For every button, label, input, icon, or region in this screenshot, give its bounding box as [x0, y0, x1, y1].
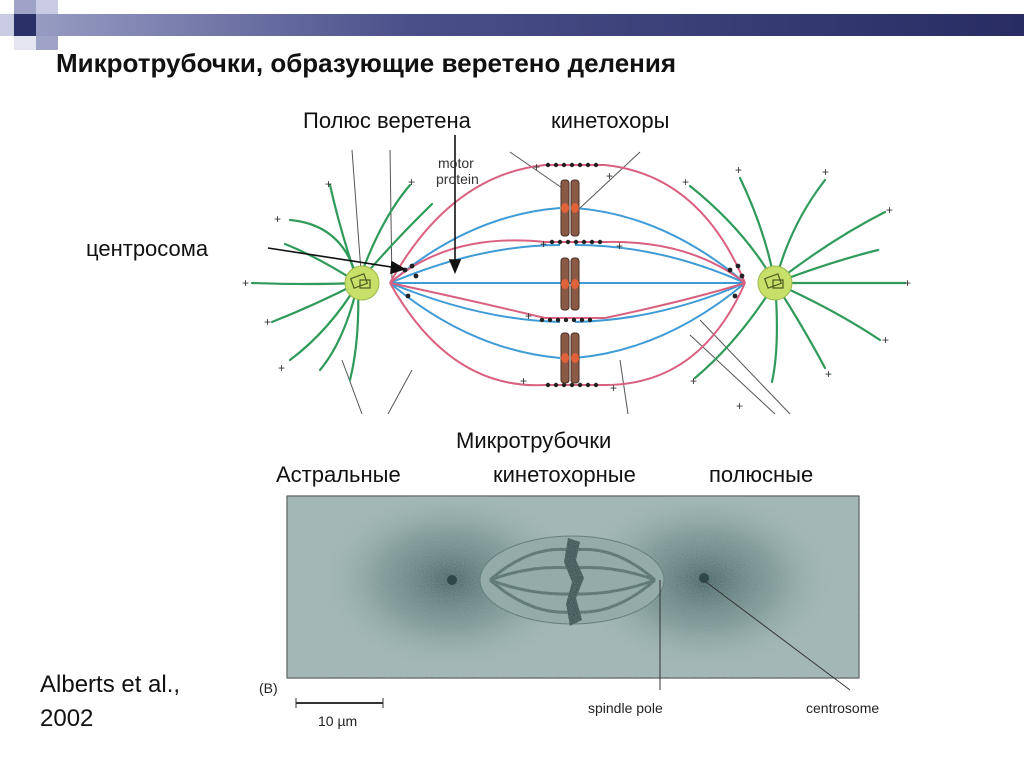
- svg-text:+: +: [533, 160, 540, 174]
- citation-year: 2002: [40, 705, 94, 732]
- plus-ends: + + + + + + + + + + + + + + + + + + + + …: [242, 160, 911, 413]
- svg-text:+: +: [540, 237, 547, 251]
- spindle-micrograph: (B) 10 µm spindle pole centrosome: [259, 495, 879, 729]
- svg-text:+: +: [904, 276, 911, 290]
- spindle-diagram: motor protein + + + + + + + + + + + + + …: [242, 135, 911, 415]
- svg-text:+: +: [882, 333, 889, 347]
- svg-text:+: +: [264, 315, 271, 329]
- svg-text:+: +: [690, 374, 697, 388]
- svg-text:+: +: [274, 212, 281, 226]
- svg-text:+: +: [610, 381, 617, 395]
- citation-authors: Alberts et al.,: [40, 671, 181, 698]
- centrosome-left: [344, 265, 380, 301]
- label-microtubules: Микротрубочки: [456, 428, 612, 453]
- svg-text:+: +: [520, 374, 527, 388]
- label-spindle-pole-en: spindle pole: [588, 700, 663, 716]
- motor-protein-label-1: motor: [438, 155, 474, 171]
- svg-text:+: +: [325, 177, 332, 191]
- label-centrosome: центросома: [86, 236, 209, 261]
- arrows: [267, 135, 462, 275]
- citation: Alberts et al., 2002: [40, 668, 180, 736]
- svg-text:+: +: [408, 175, 415, 189]
- decor-square: [0, 14, 14, 36]
- svg-text:+: +: [822, 165, 829, 179]
- centrosome-right: [757, 265, 793, 301]
- decor-square: [14, 36, 36, 50]
- decor-square: [36, 0, 58, 14]
- svg-text:+: +: [616, 239, 623, 253]
- polar-microtubules: [389, 207, 746, 359]
- panel-letter: (B): [259, 680, 278, 696]
- svg-text:+: +: [886, 203, 893, 217]
- header-bar: [0, 14, 1024, 36]
- svg-text:+: +: [682, 175, 689, 189]
- label-kinetochore-microtubules: кинетохорные: [493, 462, 636, 487]
- svg-text:+: +: [606, 169, 613, 183]
- decor-square: [14, 14, 36, 36]
- svg-text:+: +: [278, 361, 285, 375]
- label-polar-microtubules: полюсные: [709, 462, 814, 487]
- decor-square: [36, 36, 58, 50]
- svg-text:+: +: [736, 399, 743, 413]
- slide-title: Микротрубочки, образующие веретено делен…: [56, 48, 677, 78]
- label-kinetochores: кинетохоры: [551, 108, 670, 133]
- label-astral: Астральные: [276, 462, 401, 487]
- scale-bar-label: 10 µm: [318, 713, 357, 729]
- svg-text:+: +: [242, 276, 249, 290]
- svg-text:+: +: [825, 367, 832, 381]
- kinetochore-microtubules: [389, 164, 746, 387]
- kinetochore-marks: [561, 203, 579, 363]
- svg-text:+: +: [525, 309, 532, 323]
- label-spindle-pole: Полюс веретена: [303, 108, 471, 133]
- motor-proteins: [402, 162, 745, 388]
- svg-text:+: +: [735, 163, 742, 177]
- label-centrosome-en: centrosome: [806, 700, 879, 716]
- astral-microtubules-right: [688, 176, 907, 384]
- decor-square: [14, 0, 36, 14]
- motor-protein-label-2: protein: [436, 171, 479, 187]
